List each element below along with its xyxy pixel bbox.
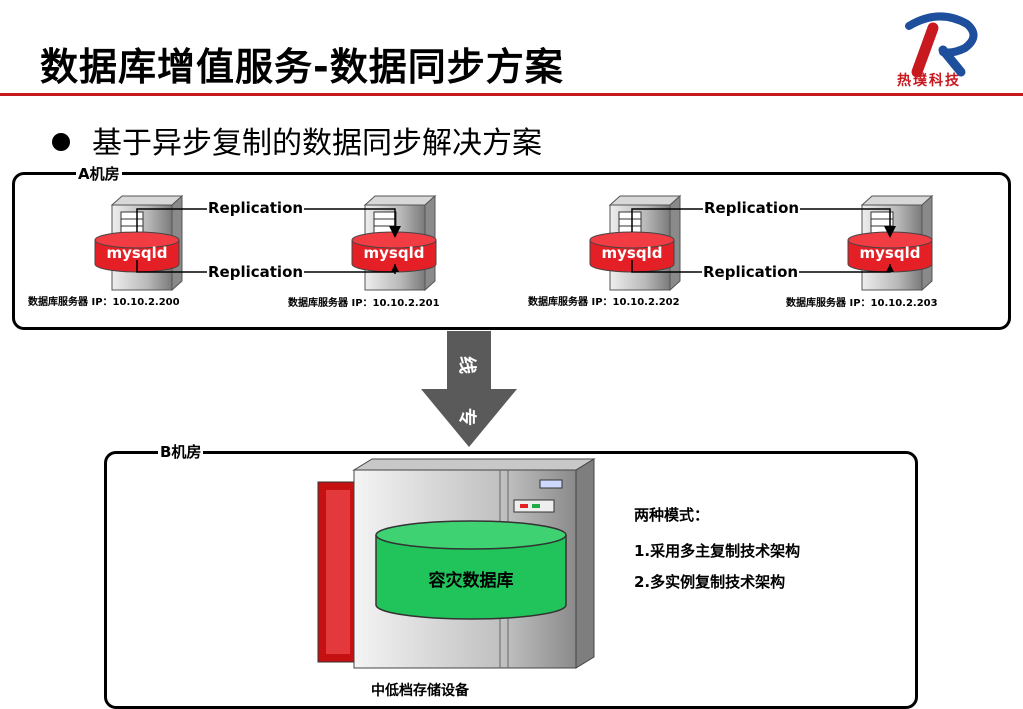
title-underline bbox=[0, 93, 1023, 96]
disaster-recovery-db-cylinder bbox=[375, 520, 567, 620]
server-ip-label-4: 数据库服务器 IP：10.10.2.203 bbox=[786, 298, 938, 309]
replication-label-top-2: Replication bbox=[703, 199, 801, 217]
server-ip-label-1: 数据库服务器 IP：10.10.2.200 bbox=[28, 297, 180, 308]
mysqld-cylinder-1 bbox=[94, 231, 180, 273]
room-b-label: B机房 bbox=[158, 441, 204, 462]
modes-title: 两种模式： bbox=[634, 506, 710, 524]
mysqld-label-4: mysqld bbox=[859, 244, 921, 262]
room-a-label: A机房 bbox=[76, 163, 122, 184]
bullet-dot-icon bbox=[52, 132, 70, 151]
server-ip-label-3: 数据库服务器 IP：10.10.2.202 bbox=[528, 297, 680, 308]
mysqld-label-3: mysqld bbox=[601, 244, 663, 262]
mode-item-1: 1.采用多主复制技术架构 bbox=[634, 542, 801, 560]
mysqld-label-1: mysqld bbox=[106, 244, 168, 262]
mysqld-cylinder-4 bbox=[847, 231, 933, 273]
bullet-text: 基于异步复制的数据同步解决方案 bbox=[92, 126, 542, 161]
mysqld-cylinder-3 bbox=[589, 231, 675, 273]
room-a-box bbox=[12, 172, 1011, 330]
dedicated-line-arrow bbox=[421, 331, 517, 447]
link-char-2: 线 bbox=[456, 356, 477, 374]
link-char-1: 专 bbox=[456, 408, 477, 426]
replication-label-bottom-2: Replication bbox=[702, 263, 800, 281]
logo-text: 热璞科技 bbox=[897, 73, 961, 89]
storage-device-label: 中低档存储设备 bbox=[371, 683, 469, 699]
server-ip-label-2: 数据库服务器 IP：10.10.2.201 bbox=[288, 298, 440, 309]
mode-item-2: 2.多实例复制技术架构 bbox=[634, 573, 786, 591]
replication-label-top-1: Replication bbox=[207, 199, 305, 217]
mysqld-label-2: mysqld bbox=[363, 244, 425, 262]
slide-title: 数据库增值服务-数据同步方案 bbox=[40, 45, 564, 89]
dr-db-label: 容灾数据库 bbox=[428, 571, 514, 591]
replication-label-bottom-1: Replication bbox=[207, 263, 305, 281]
r-swoosh-logo-icon bbox=[905, 12, 978, 78]
bullet-point: 基于异步复制的数据同步解决方案 bbox=[52, 118, 542, 162]
